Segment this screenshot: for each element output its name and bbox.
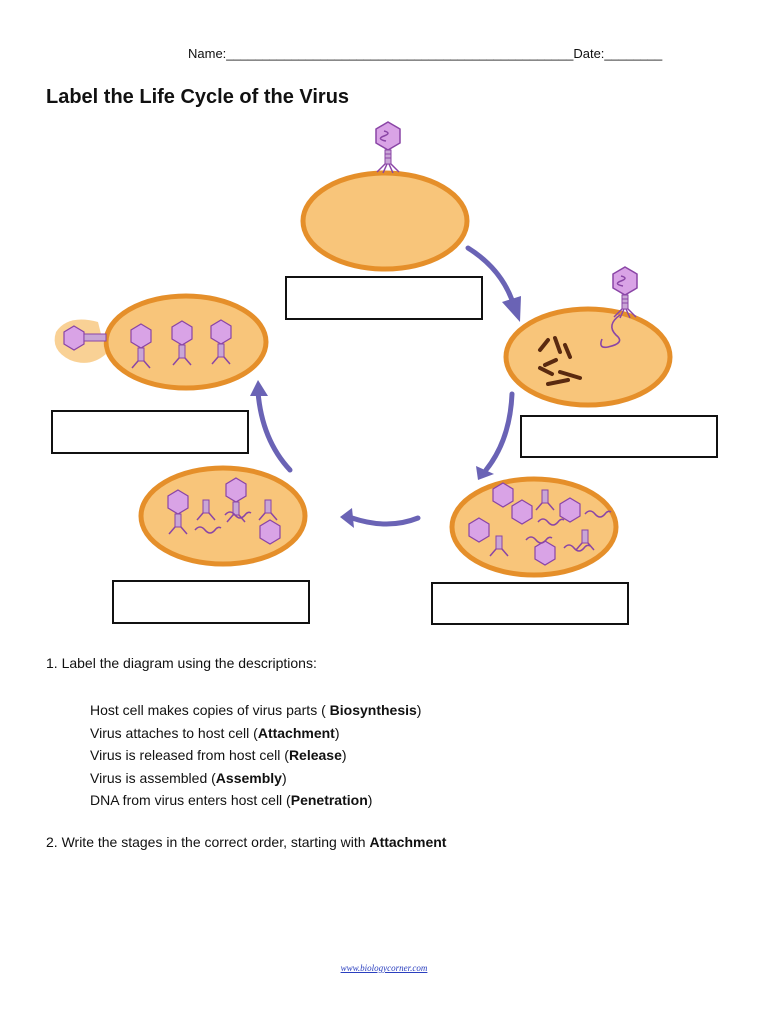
label-box-right[interactable] xyxy=(520,415,718,458)
date-blank[interactable]: ________ xyxy=(604,46,663,61)
term-penetration: Penetration xyxy=(290,792,368,808)
label-box-left[interactable] xyxy=(51,410,249,454)
list-item: Virus is released from host cell (Releas… xyxy=(90,747,347,763)
footer-link[interactable]: www.biologycorner.com xyxy=(340,963,428,973)
cell-left-release xyxy=(54,293,269,391)
cell-right-penetration xyxy=(503,266,673,408)
name-blank[interactable]: ________________________________________… xyxy=(226,46,574,61)
arrow-heads xyxy=(250,296,521,528)
name-label: Name: xyxy=(188,46,227,61)
term-attachment: Attachment xyxy=(257,724,335,741)
list-item: Virus is assembled (Assembly) xyxy=(90,769,287,786)
list-item: DNA from virus enters host cell (Penetra… xyxy=(90,792,373,808)
dna-fragments xyxy=(538,336,582,386)
label-box-bottom-left[interactable] xyxy=(112,580,310,624)
term-release: Release xyxy=(288,747,342,763)
name-date-line: Name:___________________________________… xyxy=(188,46,662,61)
term-assembly: Assembly xyxy=(215,769,282,786)
virus-life-cycle-diagram xyxy=(54,121,673,578)
cell-top-attachment xyxy=(300,121,470,272)
cell-bottom-right-biosynthesis xyxy=(449,476,619,578)
list-item: Host cell makes copies of virus parts ( … xyxy=(90,702,422,718)
label-box-top[interactable] xyxy=(285,276,483,320)
question-1: 1. Label the diagram using the descripti… xyxy=(46,655,317,671)
cell-bottom-left-assembly xyxy=(138,465,308,567)
cycle-arrows xyxy=(255,245,515,527)
term-attachment-start: Attachment xyxy=(369,834,447,850)
question-2: 2. Write the stages in the correct order… xyxy=(46,834,447,850)
label-box-bottom-right[interactable] xyxy=(431,582,629,625)
page-title: Label the Life Cycle of the Virus xyxy=(46,86,350,108)
date-label: Date: xyxy=(573,46,605,61)
description-list: Host cell makes copies of virus parts ( … xyxy=(90,699,421,812)
list-item: Virus attaches to host cell (Attachment) xyxy=(90,724,340,741)
term-biosynthesis: Biosynthesis xyxy=(329,702,417,718)
